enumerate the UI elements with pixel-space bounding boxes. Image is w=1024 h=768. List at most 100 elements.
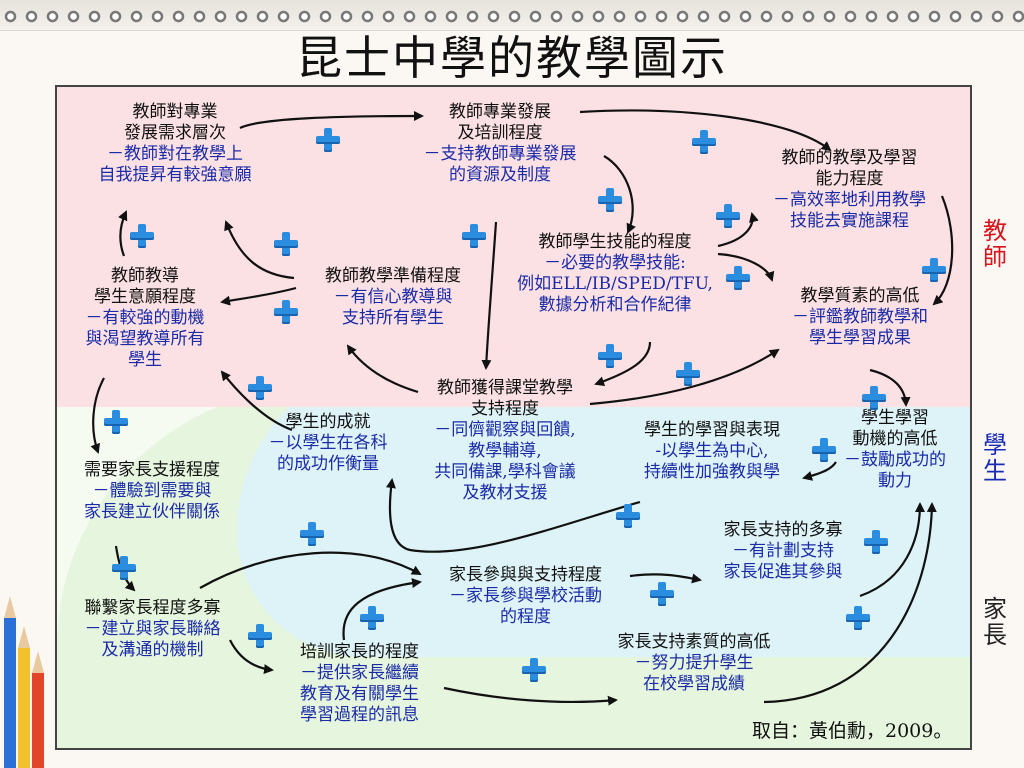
node-detail: 及溝通的機制 — [101, 640, 204, 660]
node-heading: 學生意願程度 — [94, 287, 196, 307]
node-detail: －以學生在各科 — [268, 433, 388, 453]
node-heading: 能力程度 — [815, 169, 884, 189]
node-detail: 學生 — [128, 350, 162, 370]
plus-icon — [716, 204, 740, 228]
node-student-achievement: 學生的成就 －以學生在各科 的成功作衡量 — [243, 412, 413, 475]
node-heading: 學生學習 — [861, 408, 929, 428]
node-detail: 技能去實施課程 — [790, 211, 909, 231]
node-detail: －建立與家長聯絡 — [84, 619, 221, 639]
node-detail: 學習過程的訊息 — [300, 705, 419, 725]
node-detail: －有信心教導與 — [333, 287, 453, 307]
node-detail: －提供家長繼續 — [300, 663, 419, 683]
node-heading: 學生的學習與表現 — [644, 420, 780, 440]
node-student-learning: 學生的學習與表現 -以學生為中心, 持續性加強教與學 — [612, 420, 812, 483]
node-detail: －努力提升學生 — [634, 653, 754, 673]
side-label-student: 學生 — [983, 431, 1007, 485]
node-heading: 教師的教學及學習 — [781, 148, 918, 168]
node-detail: －鼓勵成功的 — [844, 450, 946, 470]
node-detail: －評鑑教師教學和 — [792, 307, 928, 327]
plus-icon — [692, 130, 716, 154]
plus-icon — [812, 438, 836, 462]
plus-icon — [862, 386, 886, 410]
node-heading: 家長支持的多寡 — [723, 520, 843, 540]
node-detail: －有較強的動機 — [85, 308, 205, 328]
node-teacher-willingness: 教師教導 學生意願程度 －有較強的動機 與渴望教導所有 學生 — [45, 266, 245, 371]
node-parent-support-needed: 需要家長支援程度 －體驗到需要與 家長建立伙伴關係 — [52, 460, 252, 523]
plus-icon — [360, 606, 384, 630]
node-parent-support-amount: 家長支持的多寡 －有計劃支持 家長促進其參與 — [688, 520, 878, 583]
node-detail: 自我提昇有較強意願 — [98, 165, 252, 185]
side-label-parent: 家長 — [983, 595, 1007, 649]
node-detail: －同儕觀察與回饋, — [434, 420, 576, 440]
node-detail: 的程度 — [500, 607, 551, 627]
node-detail: 例如ELL/IB/SPED/TFU, — [517, 274, 713, 294]
node-detail: -以學生為中心, — [655, 441, 769, 461]
plus-icon — [598, 344, 622, 368]
source-credit: 取自：黃伯勳，2009。 — [752, 720, 953, 742]
node-heading: 家長支持素質的高低 — [617, 632, 771, 652]
notebook-rings — [0, 0, 1024, 31]
node-parent-contact: 聯繫家長程度多寡 －建立與家長聯絡 及溝通的機制 — [50, 598, 255, 661]
pencil-icon — [18, 626, 30, 768]
node-detail: 在校學習成績 — [643, 674, 745, 694]
node-heading: 發展需求層次 — [124, 123, 226, 143]
plus-icon — [922, 258, 946, 282]
plus-icon — [300, 522, 324, 546]
node-detail: －教師對在教學上 — [107, 144, 243, 164]
node-heading: 及培訓程度 — [457, 123, 543, 143]
node-heading: 培訓家長的程度 — [300, 642, 419, 662]
node-teaching-quality: 教學質素的高低 －評鑑教師教學和 學生學習成果 — [760, 286, 960, 349]
plus-icon — [522, 658, 546, 682]
pencil-icon — [4, 596, 16, 768]
plus-icon — [274, 300, 298, 324]
node-detail: －體驗到需要與 — [92, 481, 212, 501]
node-heading: 動機的高低 — [852, 429, 938, 449]
node-detail: －高效率地利用教學 — [773, 190, 926, 210]
plus-icon — [676, 362, 700, 386]
node-teacher-preparation: 教師教學準備程度 －有信心教導與 支持所有學生 — [296, 266, 490, 329]
node-student-motivation: 學生學習 動機的高低 －鼓勵成功的 動力 — [820, 408, 970, 492]
node-detail: 持續性加強教與學 — [644, 462, 780, 482]
node-heading: 教師教導 — [111, 266, 179, 286]
node-detail: 教學輔導, — [468, 441, 542, 461]
plus-icon — [112, 556, 136, 580]
node-heading: 教師對專業 — [132, 102, 218, 122]
node-heading: 家長參與與支持程度 — [449, 565, 602, 585]
page-title: 昆士中學的教學圖示 — [296, 31, 728, 85]
node-teacher-pd-needs: 教師對專業 發展需求層次 －教師對在教學上 自我提昇有較強意願 — [60, 102, 290, 186]
node-classroom-support: 教師獲得課堂教學 支持程度 －同儕觀察與回饋, 教學輔導, 共同備課,學科會議 … — [405, 378, 605, 504]
node-detail: 的成功作衡量 — [277, 454, 379, 474]
plus-icon — [274, 232, 298, 256]
node-heading: 教師教學準備程度 — [325, 266, 461, 286]
node-detail: 及教材支援 — [462, 483, 548, 503]
node-heading: 教師學生技能的程度 — [538, 232, 692, 252]
plus-icon — [616, 504, 640, 528]
plus-icon — [650, 582, 674, 606]
node-detail: －支持教師專業發展 — [423, 144, 577, 164]
node-detail: 與渴望教導所有 — [85, 329, 205, 349]
node-detail: 教育及有關學生 — [300, 684, 419, 704]
node-detail: －有計劃支持 — [732, 541, 834, 561]
node-teacher-pd-level: 教師專業發展 及培訓程度 －支持教師專業發展 的資源及制度 — [395, 102, 605, 186]
node-heading: 學生的成就 — [285, 412, 371, 432]
plus-icon — [598, 188, 622, 212]
node-parent-support-quality: 家長支持素質的高低 －努力提升學生 在校學習成績 — [588, 632, 800, 695]
node-detail: 數據分析和合作紀律 — [538, 295, 692, 315]
pencil-decoration — [0, 540, 56, 768]
plus-icon — [248, 624, 272, 648]
node-heading: 教師獲得課堂教學 — [437, 378, 573, 398]
node-parent-involvement: 家長參與與支持程度 －家長參與學校活動 的程度 — [413, 565, 638, 628]
node-detail: －必要的教學技能: — [544, 253, 686, 273]
node-heading: 聯繫家長程度多寡 — [84, 598, 221, 618]
node-detail: 的資源及制度 — [449, 165, 551, 185]
plus-icon — [864, 530, 888, 554]
node-heading: 支持程度 — [471, 399, 539, 419]
node-detail: 支持所有學生 — [342, 308, 444, 328]
node-heading: 教師專業發展 — [449, 102, 551, 122]
node-detail: 學生學習成果 — [809, 328, 911, 348]
node-detail: 動力 — [878, 471, 912, 491]
plus-icon — [130, 224, 154, 248]
node-parent-training: 培訓家長的程度 －提供家長繼續 教育及有關學生 學習過程的訊息 — [272, 642, 447, 726]
node-detail: 家長促進其參與 — [723, 562, 843, 582]
node-heading: 教學質素的高低 — [800, 286, 920, 306]
